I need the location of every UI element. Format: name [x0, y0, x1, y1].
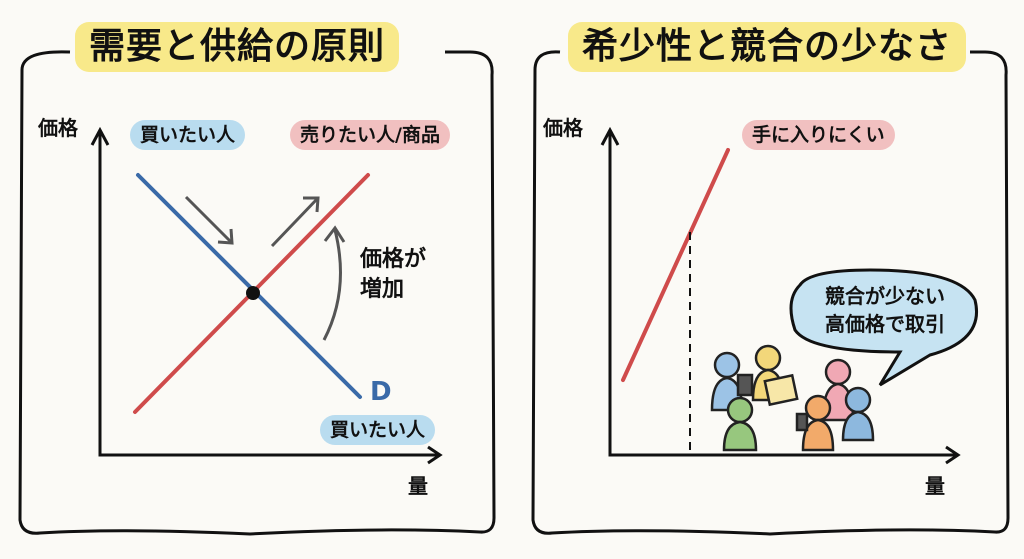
speech-bubble-text: 競合が少ない 高価格で取引 — [825, 284, 945, 336]
left-title: 需要と供給の原則 — [75, 22, 400, 72]
x-axis-label: 量 — [925, 474, 945, 498]
demand-tag-top: 買いたい人 — [130, 120, 246, 150]
demand-tag-bottom: 買いたい人 — [320, 415, 436, 445]
demand-letter: D — [370, 377, 392, 407]
y-axis-label: 価格 — [38, 116, 78, 140]
scarcity-tag: 手に入りにくい — [742, 120, 895, 150]
left-diagram-drawing — [18, 50, 496, 536]
y-axis-label: 価格 — [543, 116, 583, 140]
right-title: 希少性と競合の少なさ — [568, 22, 967, 72]
equilibrium-point — [246, 286, 260, 300]
price-increase-annotation: 価格が 増加 — [360, 247, 427, 302]
x-axis-label: 量 — [408, 474, 428, 498]
supply-tag: 売りたい人/商品 — [290, 120, 450, 150]
